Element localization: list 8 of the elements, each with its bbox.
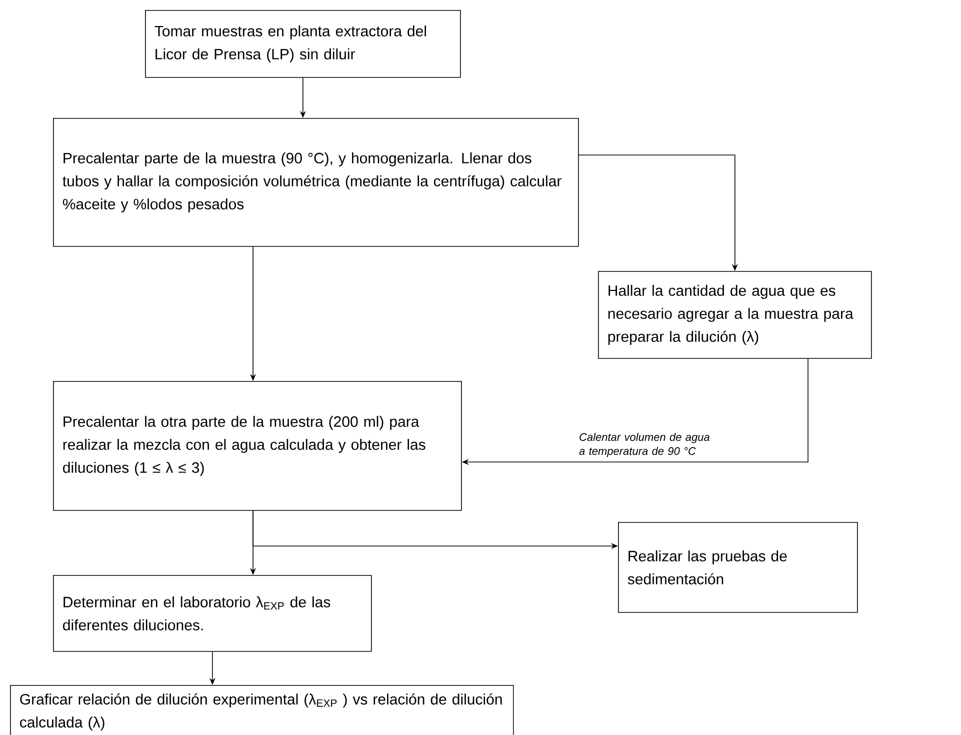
process-box: Realizar las pruebas de sedimentación [618, 522, 858, 613]
process-box: Precalentar parte de la muestra (90 °C), y homogenizarla. Llenar dos tubos y hallar la composición volumétrica (mediante la centrífuga) calcular %aceite y %lodos pesados [53, 118, 579, 247]
process-box: Graficar relación de dilución experimental (λ$_{EXP}$ ) vs relación de dilución calculada (λ) [10, 685, 514, 735]
process-box: Hallar la cantidad de agua que es necesario agregar a la muestra para preparar la dilución (λ) [598, 271, 872, 359]
process-box: Precalentar la otra parte de la muestra (200 ml) para realizar la mezcla con el agua calculada y obtener las diluciones (1 ≤ λ ≤ 3) [53, 381, 462, 511]
process-box: Tomar muestras en planta extractora del Licor de Prensa (LP) sin diluir [145, 10, 461, 78]
process-box: Determinar en el laboratorio λ$_{EXP}$ de las diferentes diluciones. [53, 575, 372, 652]
edge-label: Calentar volumen de agua a temperatura de 90 °C [578, 432, 718, 458]
